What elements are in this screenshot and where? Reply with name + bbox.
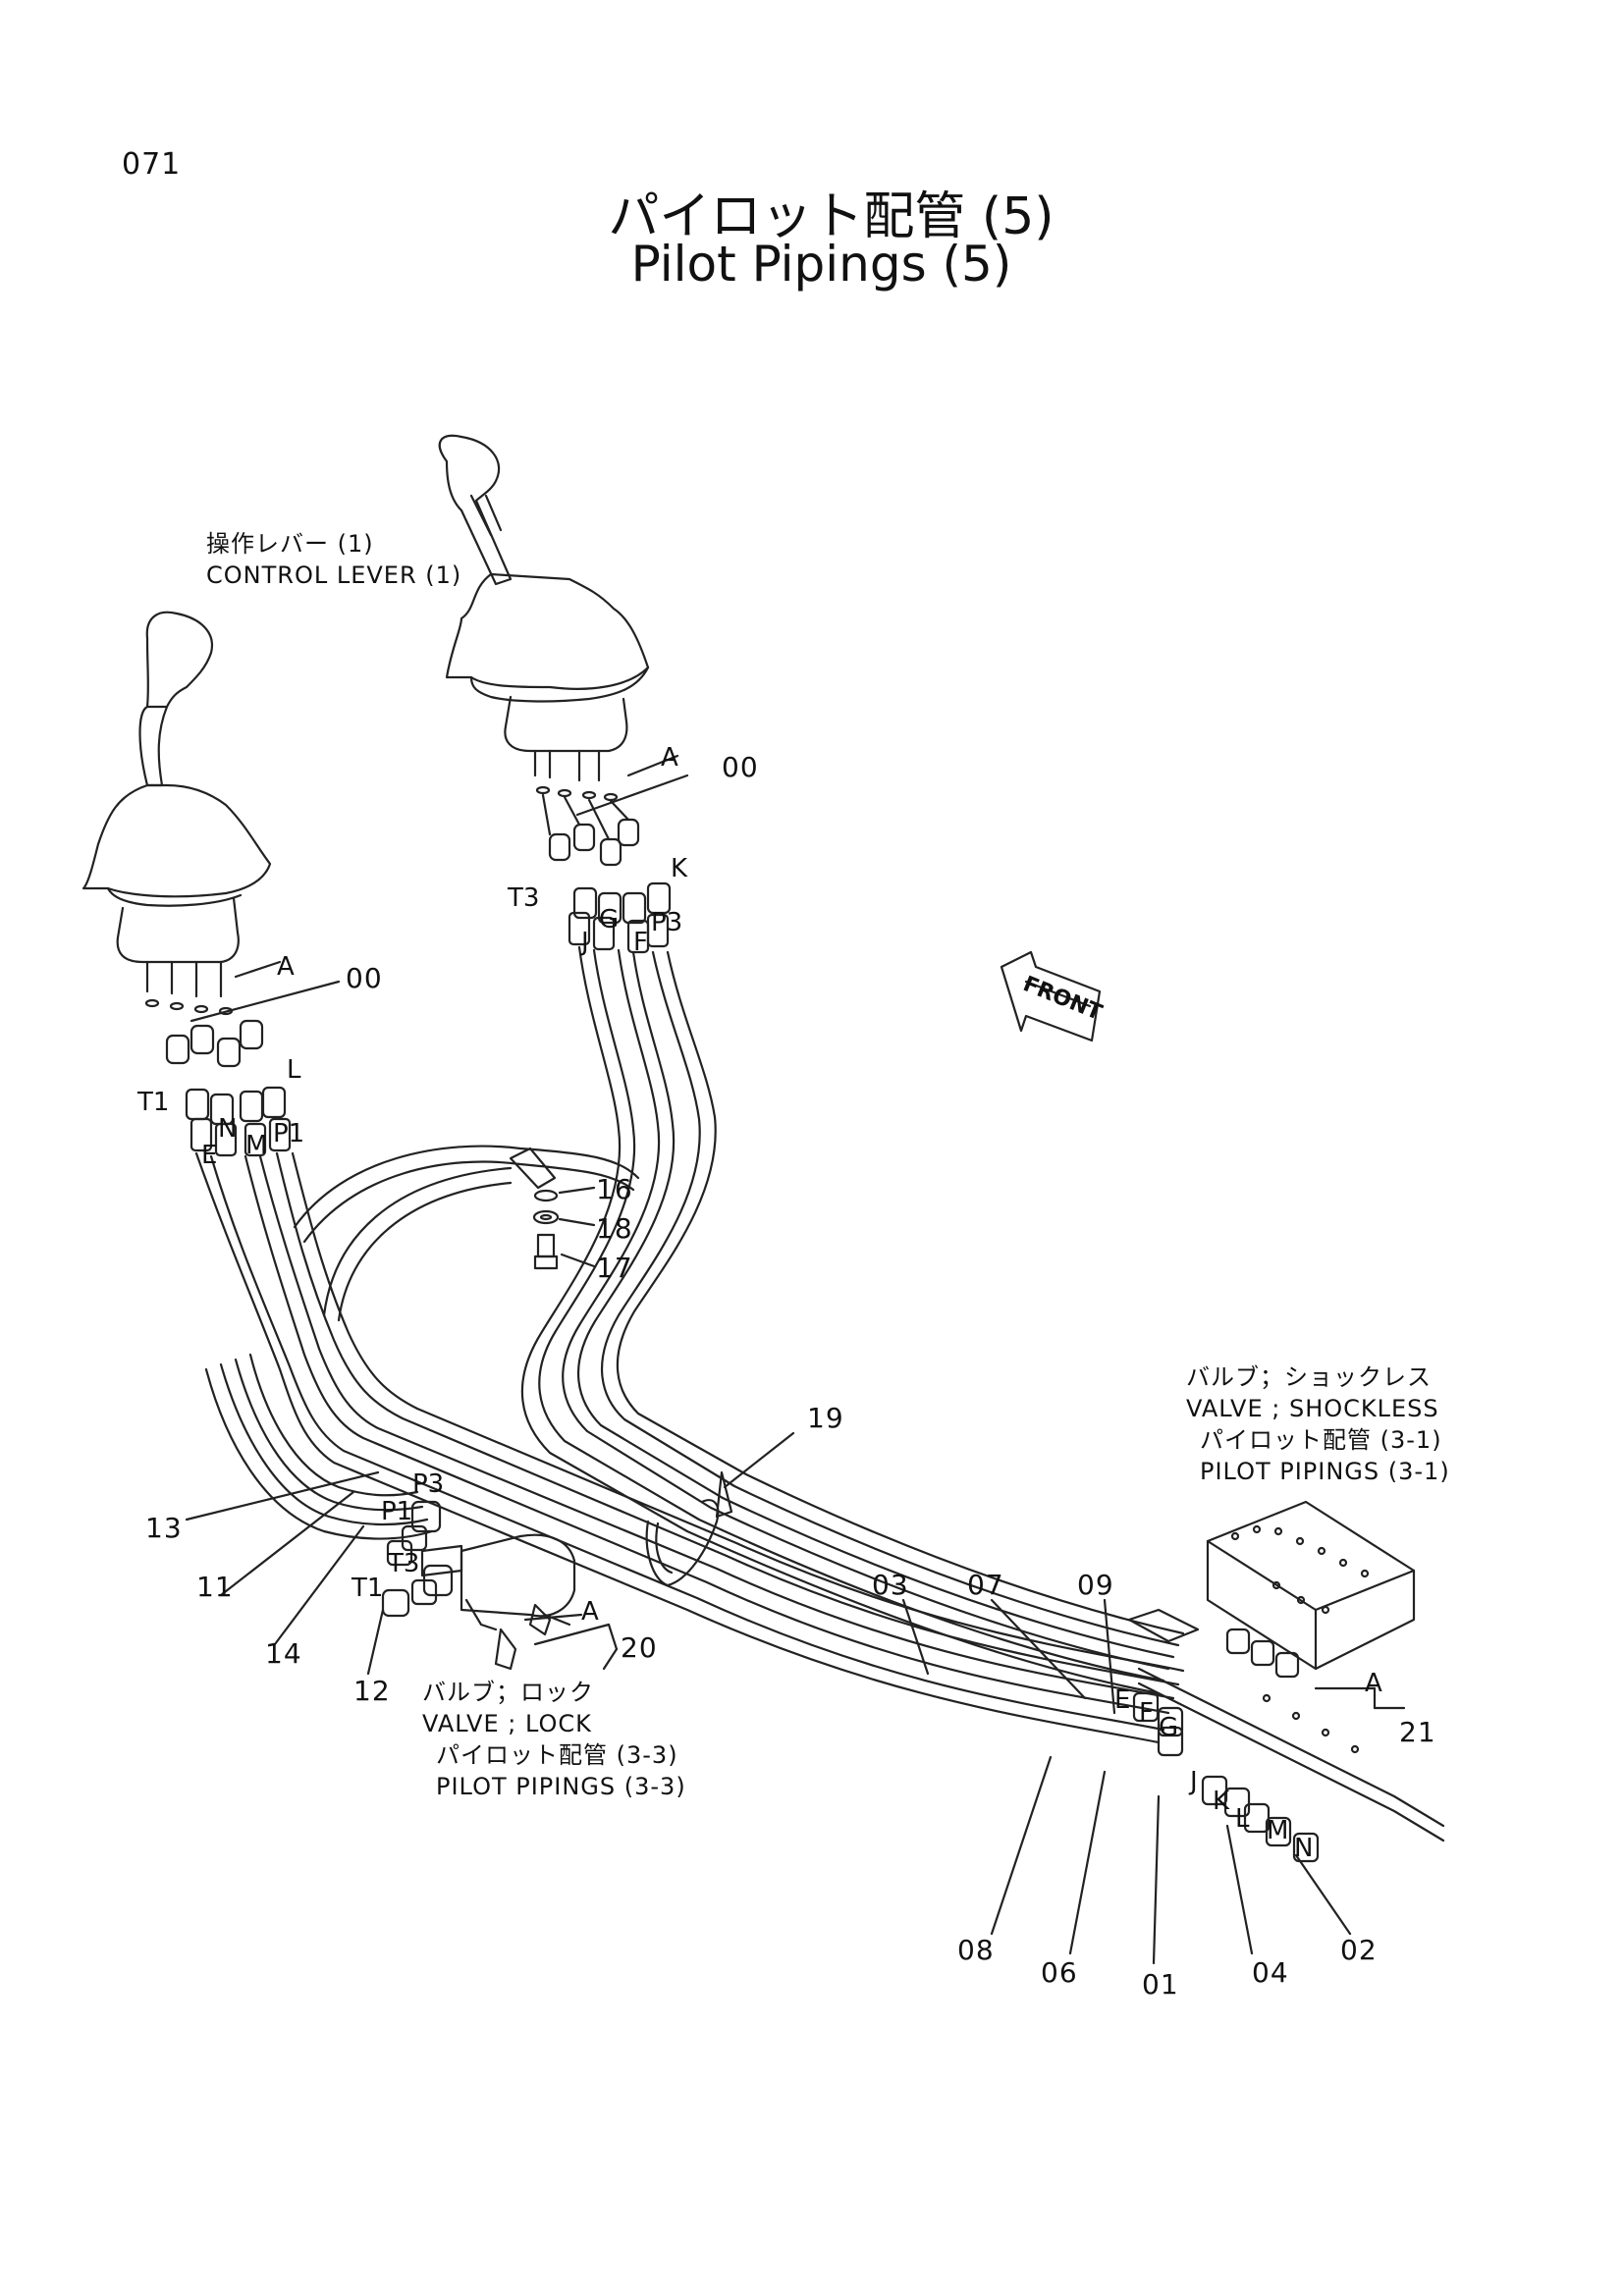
port-t1-left: T1 bbox=[137, 1088, 170, 1117]
part-04: 04 bbox=[1252, 1956, 1289, 1989]
part-12: 12 bbox=[353, 1675, 391, 1707]
shockless-fittings bbox=[1132, 1628, 1406, 1863]
lock-valve-label-jp: バルブ；ロック bbox=[422, 1679, 594, 1706]
shockless-valve-label: バルブ；ショックレス VALVE ; SHOCKLESS パイロット配管 (3-… bbox=[1186, 1362, 1450, 1487]
port-p3-lock: P3 bbox=[412, 1469, 445, 1499]
port-m-left: M bbox=[245, 1131, 268, 1160]
port-e-sv: E bbox=[1114, 1685, 1131, 1715]
front-arrow-icon bbox=[1000, 950, 1102, 1042]
band-19 bbox=[645, 1431, 795, 1587]
port-a-right: A bbox=[661, 743, 678, 773]
shockless-valve-label-jp: バルブ；ショックレス bbox=[1186, 1363, 1432, 1391]
part-09: 09 bbox=[1077, 1569, 1114, 1601]
leader-lines-left bbox=[185, 1470, 385, 1676]
port-t1-lock: T1 bbox=[352, 1574, 384, 1603]
shockless-valve bbox=[1127, 1500, 1445, 1842]
part-00-right: 00 bbox=[722, 751, 759, 783]
shockless-ref-en: PILOT PIPINGS (3-1) bbox=[1200, 1458, 1450, 1485]
clamp-assembly bbox=[509, 1147, 596, 1270]
part-08: 08 bbox=[957, 1934, 995, 1966]
part-18: 18 bbox=[596, 1212, 633, 1245]
control-lever-label-en: CONTROL LEVER (1) bbox=[206, 561, 462, 589]
part-07: 07 bbox=[967, 1569, 1004, 1601]
part-17: 17 bbox=[596, 1252, 633, 1284]
part-20: 20 bbox=[621, 1631, 658, 1664]
port-l-left: L bbox=[287, 1055, 301, 1085]
lock-valve-label: バルブ；ロック VALVE ; LOCK パイロット配管 (3-3) PILOT… bbox=[422, 1677, 686, 1802]
part-11: 11 bbox=[196, 1571, 234, 1603]
port-m-sv: M bbox=[1267, 1816, 1289, 1845]
port-t3-right: T3 bbox=[508, 883, 540, 913]
port-n-left: N bbox=[218, 1114, 238, 1144]
part-06: 06 bbox=[1041, 1956, 1078, 1989]
part-00-left: 00 bbox=[346, 962, 383, 994]
part-13: 13 bbox=[145, 1512, 183, 1544]
port-t3-lock: T3 bbox=[388, 1549, 420, 1578]
port-p1-left: P1 bbox=[273, 1119, 305, 1148]
port-j-sv: J bbox=[1190, 1767, 1198, 1796]
port-l-sv: L bbox=[1235, 1804, 1250, 1834]
part-02: 02 bbox=[1340, 1934, 1378, 1966]
port-f-sv: F bbox=[1139, 1698, 1154, 1728]
right-control-lever bbox=[438, 434, 650, 782]
port-f-right: F bbox=[633, 928, 648, 957]
port-g-sv: G bbox=[1159, 1713, 1179, 1742]
lock-valve bbox=[381, 1500, 619, 1671]
part-21: 21 bbox=[1399, 1716, 1436, 1748]
control-lever-label: 操作レバー (1) CONTROL LEVER (1) bbox=[206, 528, 461, 591]
part-01: 01 bbox=[1142, 1968, 1179, 2001]
port-k-right: K bbox=[671, 854, 688, 883]
leader-lines-bottom bbox=[901, 1598, 1352, 1965]
page-title-en: Pilot Pipings (5) bbox=[630, 236, 1012, 293]
shockless-ref-jp: パイロット配管 (3-1) bbox=[1200, 1426, 1442, 1454]
port-k-sv: K bbox=[1213, 1787, 1230, 1816]
part-14: 14 bbox=[265, 1637, 302, 1670]
lock-valve-label-en: VALVE ; LOCK bbox=[422, 1710, 592, 1737]
left-lever-fittings bbox=[144, 960, 341, 1157]
left-hose-bundle bbox=[194, 1151, 1185, 1744]
port-j-right: J bbox=[581, 928, 589, 957]
shockless-valve-label-en: VALVE ; SHOCKLESS bbox=[1186, 1395, 1439, 1422]
right-hose-bundle bbox=[293, 945, 1185, 1695]
port-e-left: E bbox=[201, 1141, 218, 1170]
lock-ref-en: PILOT PIPINGS (3-3) bbox=[436, 1773, 686, 1800]
port-g-right: G bbox=[599, 905, 620, 934]
part-19: 19 bbox=[807, 1402, 844, 1434]
control-lever-label-jp: 操作レバー (1) bbox=[206, 530, 374, 558]
page-number: 071 bbox=[122, 147, 182, 182]
port-a-left: A bbox=[277, 952, 295, 982]
port-a-sv: A bbox=[1365, 1669, 1382, 1698]
port-n-sv: N bbox=[1294, 1834, 1314, 1863]
port-a-lock: A bbox=[581, 1597, 599, 1627]
port-p1-lock: P1 bbox=[381, 1497, 413, 1526]
left-control-lever bbox=[81, 611, 272, 998]
lock-ref-jp: パイロット配管 (3-3) bbox=[436, 1741, 678, 1769]
part-16: 16 bbox=[596, 1173, 633, 1205]
page-title-jp: パイロット配管 (5) bbox=[608, 187, 1055, 246]
port-p3-right: P3 bbox=[651, 908, 683, 937]
right-lever-fittings bbox=[535, 754, 689, 954]
part-03: 03 bbox=[872, 1569, 909, 1601]
